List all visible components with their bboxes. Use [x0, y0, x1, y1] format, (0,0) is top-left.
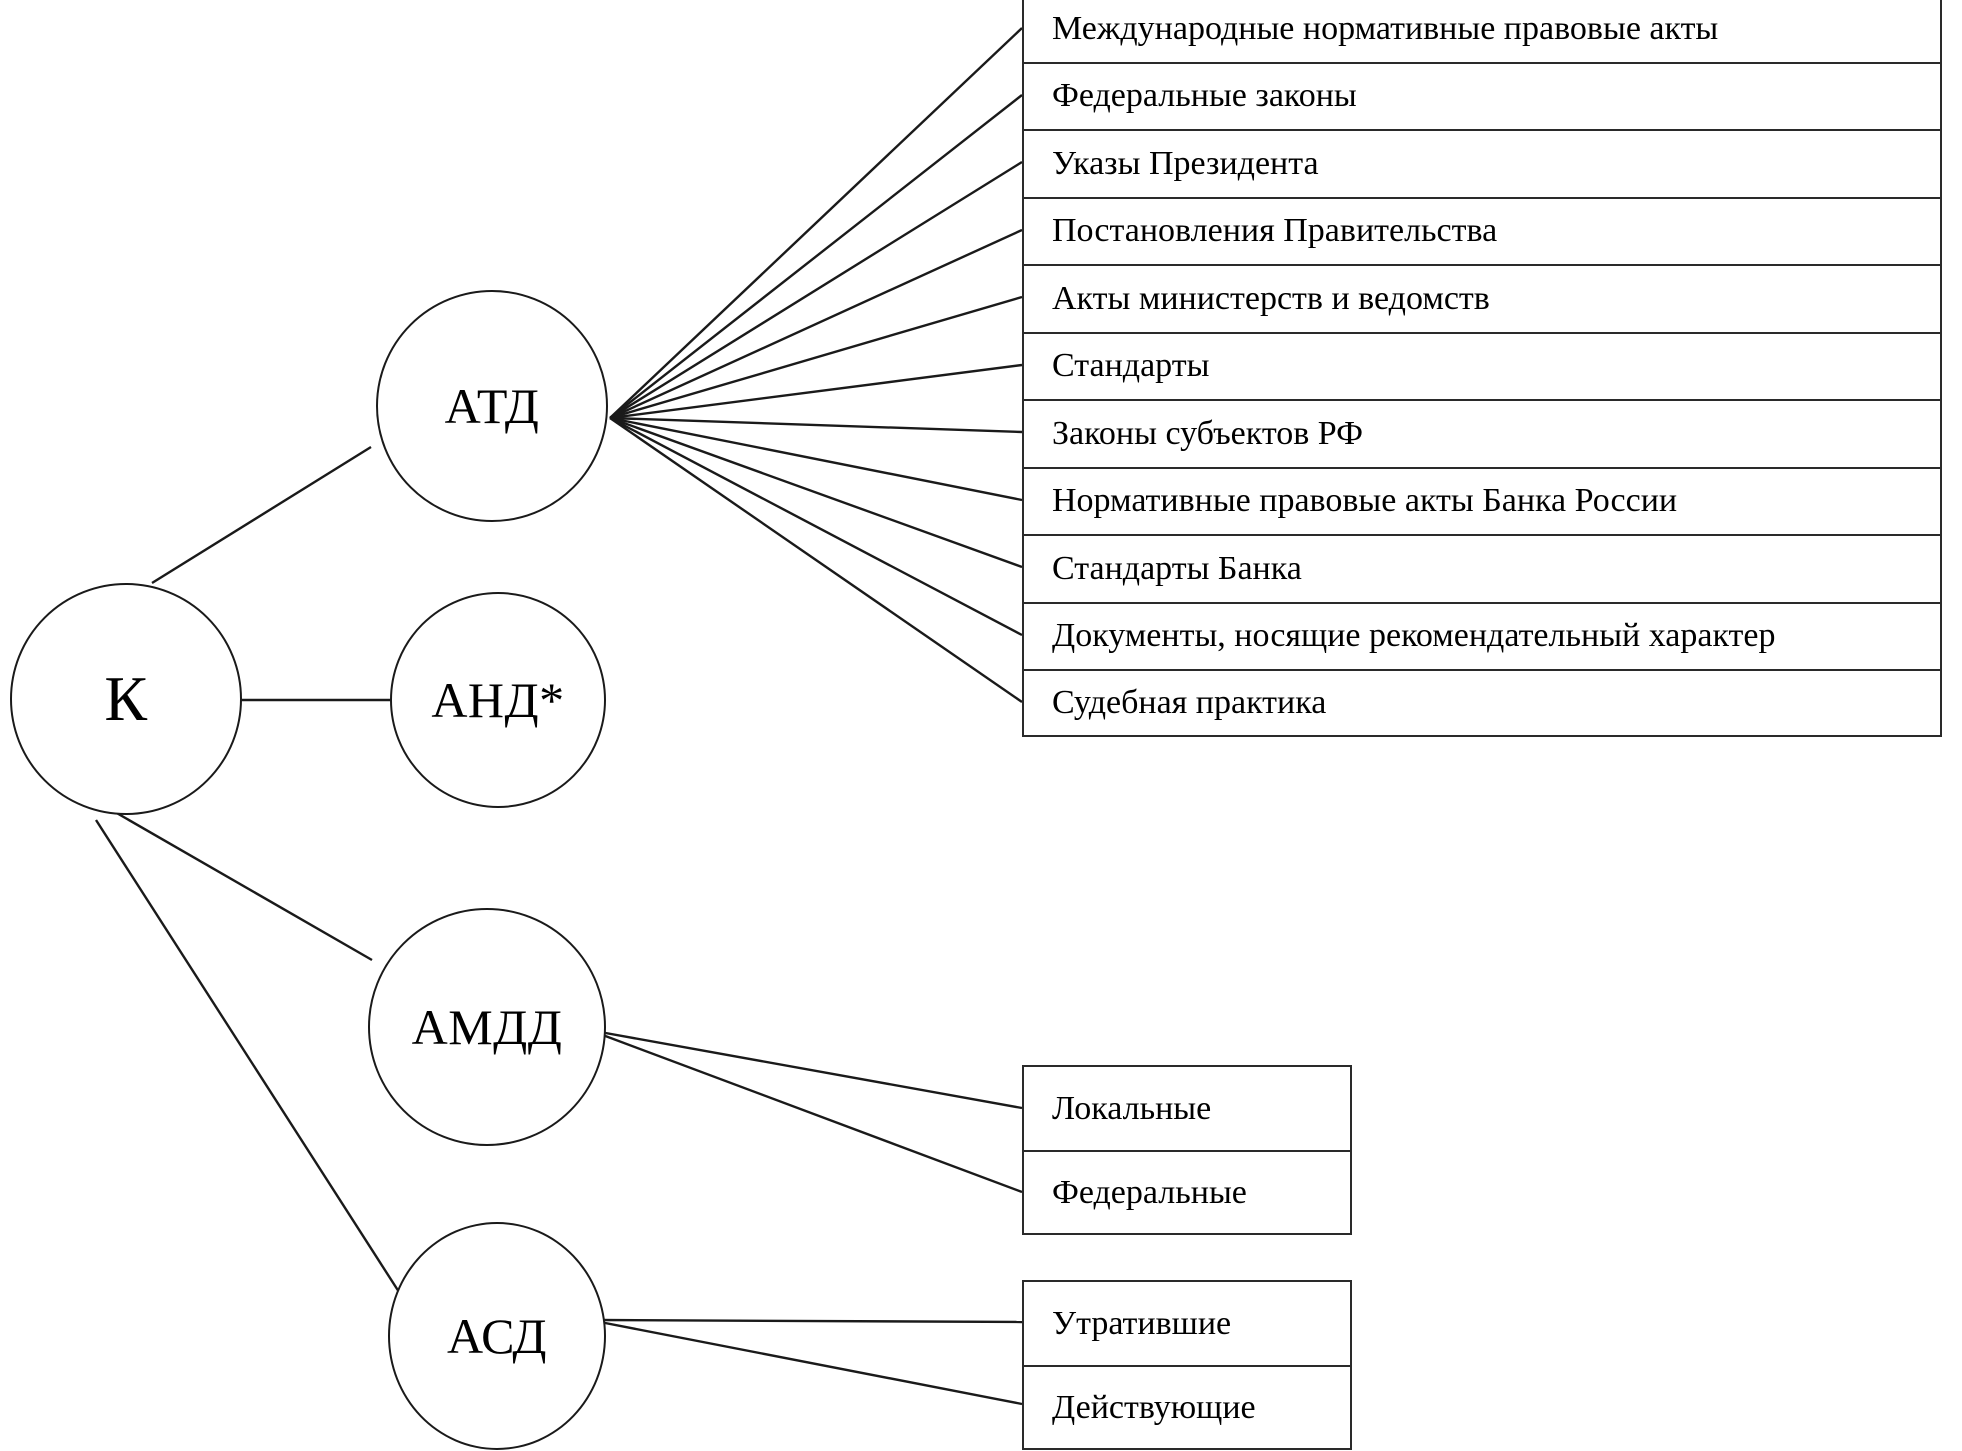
amdd-items-list: Локальные Федеральные	[1022, 1065, 1352, 1235]
node-root[interactable]: К	[10, 583, 242, 815]
node-amdd[interactable]: АМДД	[368, 908, 606, 1146]
atd-item-row[interactable]: Документы, носящие рекомендательный хара…	[1022, 601, 1942, 669]
atd-item-row[interactable]: Стандарты Банка	[1022, 534, 1942, 602]
node-atd-label: АТД	[444, 378, 540, 434]
asd-item-label: Утратившие	[1052, 1304, 1232, 1342]
edge-root-amdd	[107, 806, 373, 962]
atd-item-row[interactable]: Указы Президента	[1022, 129, 1942, 197]
atd-item-label: Международные нормативные правовые акты	[1052, 9, 1719, 47]
edge-asd-item-0	[599, 1318, 1023, 1324]
asd-item-row[interactable]: Действующие	[1022, 1365, 1352, 1450]
atd-item-row[interactable]: Международные нормативные правовые акты	[1022, 0, 1942, 62]
asd-item-row[interactable]: Утратившие	[1022, 1280, 1352, 1365]
atd-item-row[interactable]: Федеральные законы	[1022, 61, 1942, 129]
edge-atd-item-4	[609, 295, 1023, 420]
edge-atd-item-0	[609, 27, 1023, 419]
asd-items-list: Утратившие Действующие	[1022, 1280, 1352, 1450]
edge-atd-item-8	[609, 416, 1023, 569]
edge-asd-item-1	[599, 1320, 1023, 1406]
edge-atd-item-3	[609, 228, 1023, 420]
atd-item-label: Законы субъектов РФ	[1052, 414, 1363, 452]
node-amdd-label: АМДД	[411, 999, 563, 1055]
node-root-label: К	[104, 663, 148, 734]
node-asd-label: АСД	[446, 1308, 548, 1364]
atd-item-label: Акты министерств и ведомств	[1052, 279, 1490, 317]
edge-atd-item-7	[609, 416, 1023, 502]
atd-item-label: Документы, носящие рекомендательный хара…	[1052, 617, 1776, 655]
atd-item-row[interactable]: Законы субъектов РФ	[1022, 399, 1942, 467]
asd-item-label: Действующие	[1052, 1388, 1256, 1426]
edge-root-asd	[94, 819, 401, 1293]
atd-item-row[interactable]: Акты министерств и ведомств	[1022, 264, 1942, 332]
atd-item-label: Федеральные законы	[1052, 77, 1357, 115]
amdd-item-label: Федеральные	[1052, 1173, 1247, 1211]
atd-item-label: Судебная практика	[1052, 683, 1327, 721]
node-and-label: АНД*	[431, 672, 565, 728]
atd-items-list: Международные нормативные правовые акты …	[1022, 0, 1942, 737]
atd-item-row[interactable]: Судебная практика	[1022, 669, 1942, 737]
edge-atd-item-9	[609, 416, 1023, 637]
atd-item-label: Стандарты Банка	[1052, 549, 1302, 587]
edge-atd-item-2	[609, 160, 1023, 420]
atd-item-row[interactable]: Нормативные правовые акты Банка России	[1022, 466, 1942, 534]
atd-item-label: Указы Президента	[1052, 144, 1319, 182]
edge-atd-item-10	[609, 417, 1023, 703]
edge-amdd-item-0	[599, 1030, 1023, 1110]
atd-item-row[interactable]: Стандарты	[1022, 331, 1942, 399]
edge-amdd-item-1	[599, 1032, 1023, 1194]
edge-atd-item-6	[609, 416, 1023, 434]
amdd-item-label: Локальные	[1052, 1089, 1212, 1127]
node-atd[interactable]: АТД	[376, 290, 608, 522]
amdd-item-row[interactable]: Федеральные	[1022, 1150, 1352, 1235]
atd-item-label: Стандарты	[1052, 347, 1210, 385]
atd-item-label: Нормативные правовые акты Банка России	[1052, 482, 1678, 520]
edge-root-atd	[151, 445, 372, 585]
atd-item-label: Постановления Правительства	[1052, 212, 1498, 250]
edge-atd-item-1	[609, 94, 1023, 419]
edge-atd-item-5	[609, 363, 1023, 420]
node-asd[interactable]: АСД	[388, 1222, 606, 1450]
node-and[interactable]: АНД*	[390, 592, 606, 808]
amdd-item-row[interactable]: Локальные	[1022, 1065, 1352, 1150]
atd-item-row[interactable]: Постановления Правительства	[1022, 196, 1942, 264]
